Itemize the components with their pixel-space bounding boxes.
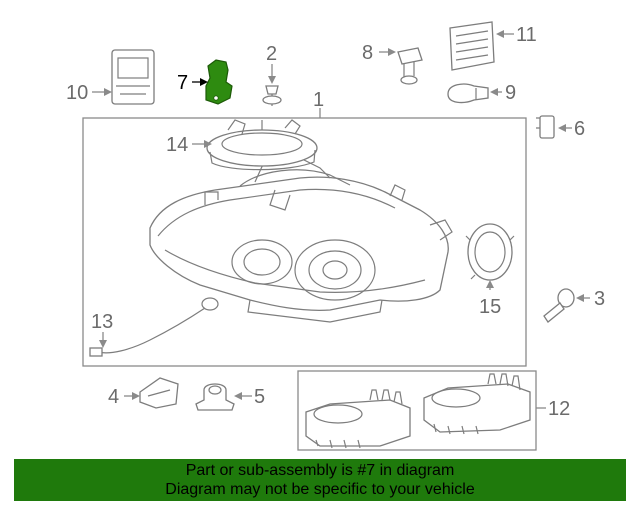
callout-10-arrow xyxy=(104,88,112,96)
callout-9: 9 xyxy=(505,82,516,104)
info-banner: Part or sub-assembly is #7 in diagram Di… xyxy=(14,459,626,501)
callout-2-arrow xyxy=(268,76,276,84)
headlight-assembly xyxy=(149,157,453,323)
callout-13-arrow xyxy=(99,340,107,348)
callout-15: 15 xyxy=(479,296,501,318)
callout-8: 8 xyxy=(362,42,373,64)
banner-line-2: Diagram may not be specific to your vehi… xyxy=(165,481,475,498)
housing-frame xyxy=(82,117,527,367)
callout-13: 13 xyxy=(91,311,113,333)
part-7-bracket xyxy=(205,59,233,105)
part-14-cover xyxy=(206,119,318,171)
part-11-ballast xyxy=(449,21,495,71)
callout-11: 11 xyxy=(516,24,537,46)
callout-2: 2 xyxy=(266,43,277,65)
banner-line-1: Part or sub-assembly is #7 in diagram xyxy=(185,462,455,479)
callout-4-arrow xyxy=(132,392,140,400)
part-6-clip xyxy=(536,115,555,139)
part-4-pad xyxy=(139,377,179,409)
part-13-harness xyxy=(89,297,219,357)
part-12-frame xyxy=(297,370,537,451)
callout-6: 6 xyxy=(574,118,585,140)
callout-6-arrow xyxy=(558,124,566,132)
part-10-module xyxy=(111,49,155,105)
callout-11-arrow xyxy=(496,30,504,38)
callout-3-arrow xyxy=(576,294,584,302)
callout-5: 5 xyxy=(254,386,265,408)
callout-9-arrow xyxy=(490,88,498,96)
callout-5-arrow xyxy=(234,392,242,400)
callout-8-arrow xyxy=(388,48,396,56)
callout-1: 1 xyxy=(313,89,324,111)
part-2-screw xyxy=(262,85,282,106)
callout-14-arrow xyxy=(204,140,212,148)
callout-15-arrow xyxy=(486,280,494,288)
part-9-bulb xyxy=(447,83,489,104)
callout-10: 10 xyxy=(66,82,88,104)
part-8-socket xyxy=(397,47,423,85)
callout-4: 4 xyxy=(108,386,119,408)
callout-14: 14 xyxy=(166,134,188,156)
callout-7-arrow xyxy=(200,78,208,86)
callout-12: 12 xyxy=(548,398,570,420)
part-15-ring xyxy=(465,223,515,281)
part-12-led-modules xyxy=(305,373,531,449)
part-3-bolt xyxy=(543,288,575,323)
callout-3: 3 xyxy=(594,288,605,310)
callout-7: 7 xyxy=(177,72,188,94)
part-5-adjuster xyxy=(195,383,235,411)
